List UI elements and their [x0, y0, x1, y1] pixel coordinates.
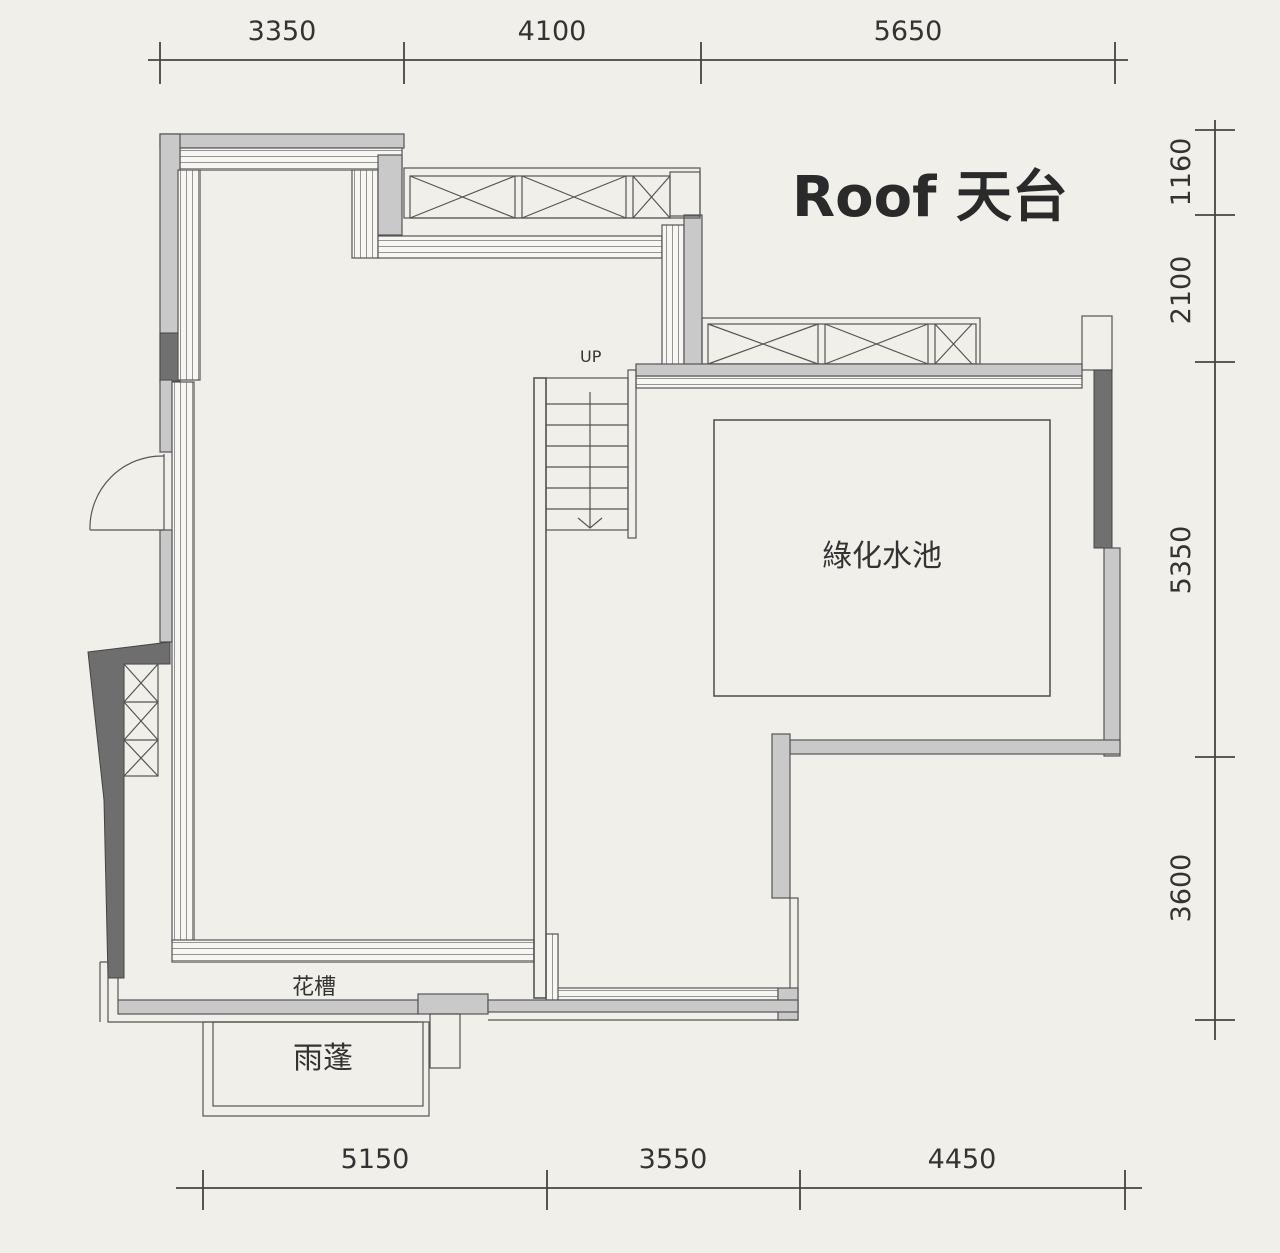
canopy-label: 雨蓬	[293, 1041, 353, 1076]
top-planter-boxes	[403, 167, 701, 219]
plan-title: Roof 天台	[792, 165, 1068, 230]
right-dim-2: 2100	[1166, 256, 1197, 325]
stair-up-label: UP	[580, 347, 602, 366]
planter-label: 花槽	[292, 975, 336, 1000]
top-dim-2: 4100	[518, 16, 587, 47]
right-dim-1: 1160	[1166, 138, 1197, 207]
stair: UP	[533, 347, 637, 999]
left-wing-walls	[159, 133, 703, 963]
bottom-dim-1: 5150	[341, 1144, 410, 1175]
canopy: 雨蓬	[202, 1013, 461, 1117]
right-dimension-line: 1160 2100 5350 3600	[1166, 120, 1235, 1040]
door	[89, 454, 165, 531]
top-dimension-line: 3350 4100 5650	[148, 16, 1128, 84]
bottom-dim-2: 3550	[639, 1144, 708, 1175]
bottom-dimension-line: 5150 3550 4450	[176, 1144, 1142, 1210]
right-top-planter-boxes	[701, 315, 1113, 371]
right-wing-walls	[545, 363, 1121, 1021]
right-dim-4: 3600	[1166, 854, 1197, 923]
top-dim-1: 3350	[248, 16, 317, 47]
bottom-dim-3: 4450	[928, 1144, 997, 1175]
green-pool: 綠化水池	[713, 419, 1051, 697]
pool-label: 綠化水池	[822, 539, 942, 574]
right-dim-3: 5350	[1166, 526, 1197, 595]
top-dim-3: 5650	[874, 16, 943, 47]
left-planter	[87, 641, 171, 979]
